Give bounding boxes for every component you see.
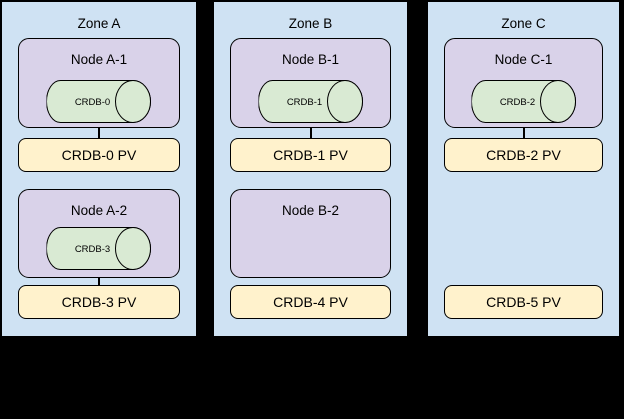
pod-label: CRDB-1 xyxy=(286,97,321,108)
pv-c-row2: CRDB-5 PV xyxy=(444,285,603,319)
pv-label: CRDB-4 PV xyxy=(273,294,348,310)
node-pv-connector xyxy=(309,127,312,138)
node-label: Node B-1 xyxy=(281,52,340,67)
pod-label: CRDB-0 xyxy=(75,97,110,108)
node-a-2: Node A-2 CRDB-3 xyxy=(18,189,180,278)
zone-c: Zone C Node C-1 CRDB-2 CRDB-2 PV CRDB-5 … xyxy=(427,1,620,337)
zone-label: Zone A xyxy=(77,16,121,31)
node-pv-connector xyxy=(98,127,100,138)
zone-b: Zone B Node B-1 CRDB-1 CRDB-1 PV Node B-… xyxy=(213,1,408,337)
database-cylinder-icon: CRDB-3 xyxy=(46,227,151,270)
pv-label: CRDB-3 PV xyxy=(61,294,137,310)
node-label: Node B-2 xyxy=(281,203,340,218)
pv-label: CRDB-1 PV xyxy=(273,147,348,163)
pv-label: CRDB-5 PV xyxy=(486,294,561,310)
pv-a-row1: CRDB-0 PV xyxy=(18,138,180,172)
pv-b-row1: CRDB-1 PV xyxy=(230,138,391,172)
pv-c-row1: CRDB-2 PV xyxy=(444,138,603,172)
zone-a: Zone A Node A-1 CRDB-0 CRDB-0 PV Node A-… xyxy=(1,1,197,337)
node-label: Node C-1 xyxy=(494,52,553,67)
pod-label: CRDB-2 xyxy=(499,97,534,108)
node-c-1: Node C-1 CRDB-2 xyxy=(444,38,603,128)
node-b-2: Node B-2 xyxy=(230,189,391,278)
node-b-1: Node B-1 CRDB-1 xyxy=(230,38,391,128)
zone-label: Zone B xyxy=(288,16,333,31)
node-label: Node A-2 xyxy=(70,203,128,218)
node-pv-connector xyxy=(98,277,100,285)
pod-label: CRDB-3 xyxy=(75,244,110,255)
node-a-1: Node A-1 CRDB-0 xyxy=(18,38,180,128)
pv-a-row2: CRDB-3 PV xyxy=(18,285,180,319)
node-pv-connector xyxy=(522,127,525,138)
zone-label: Zone C xyxy=(501,16,546,31)
database-cylinder-icon: CRDB-1 xyxy=(258,80,363,123)
node-label: Node A-1 xyxy=(70,52,128,67)
pv-label: CRDB-0 PV xyxy=(61,147,137,163)
database-cylinder-icon: CRDB-2 xyxy=(471,80,576,123)
pv-b-row2: CRDB-4 PV xyxy=(230,285,391,319)
pv-label: CRDB-2 PV xyxy=(486,147,561,163)
database-cylinder-icon: CRDB-0 xyxy=(46,80,151,123)
